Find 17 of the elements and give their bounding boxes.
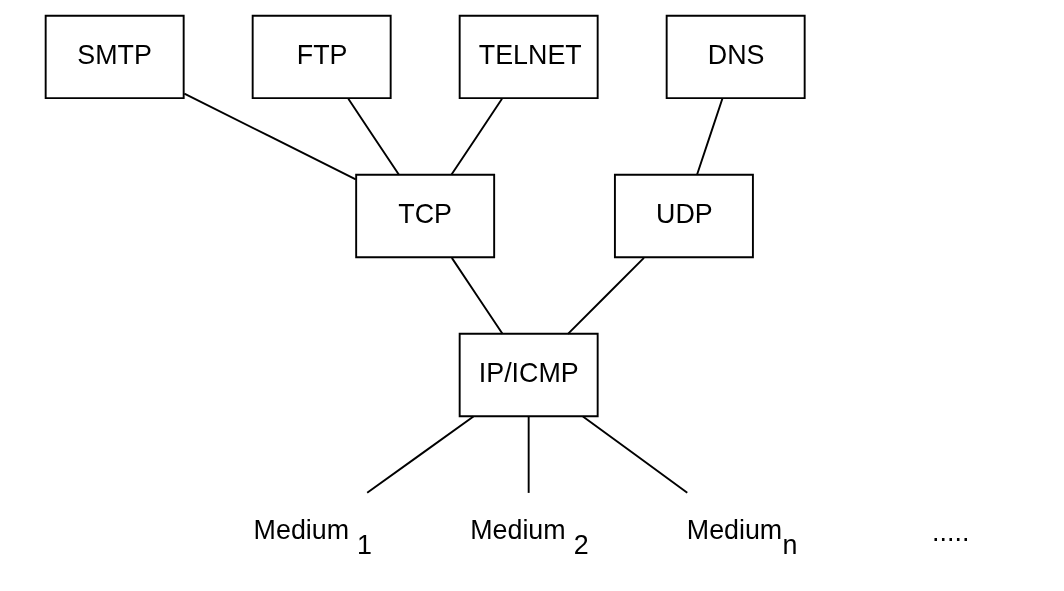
connector [449, 97, 503, 176]
connector [450, 256, 503, 335]
node-box: IP/ICMP [458, 332, 599, 418]
node-box: TCP [354, 173, 495, 259]
connector [581, 415, 688, 494]
connector [346, 97, 400, 176]
connector [566, 256, 645, 335]
node-box: UDP [613, 173, 754, 259]
node-box: DNS [665, 14, 806, 100]
connector [365, 415, 474, 494]
node-box: TELNET [458, 14, 599, 100]
connector [527, 416, 530, 494]
connector [182, 92, 357, 181]
node-box: SMTP [44, 14, 185, 100]
label: ..... [931, 517, 969, 548]
connector [695, 97, 723, 176]
node-box: FTP [251, 14, 392, 100]
